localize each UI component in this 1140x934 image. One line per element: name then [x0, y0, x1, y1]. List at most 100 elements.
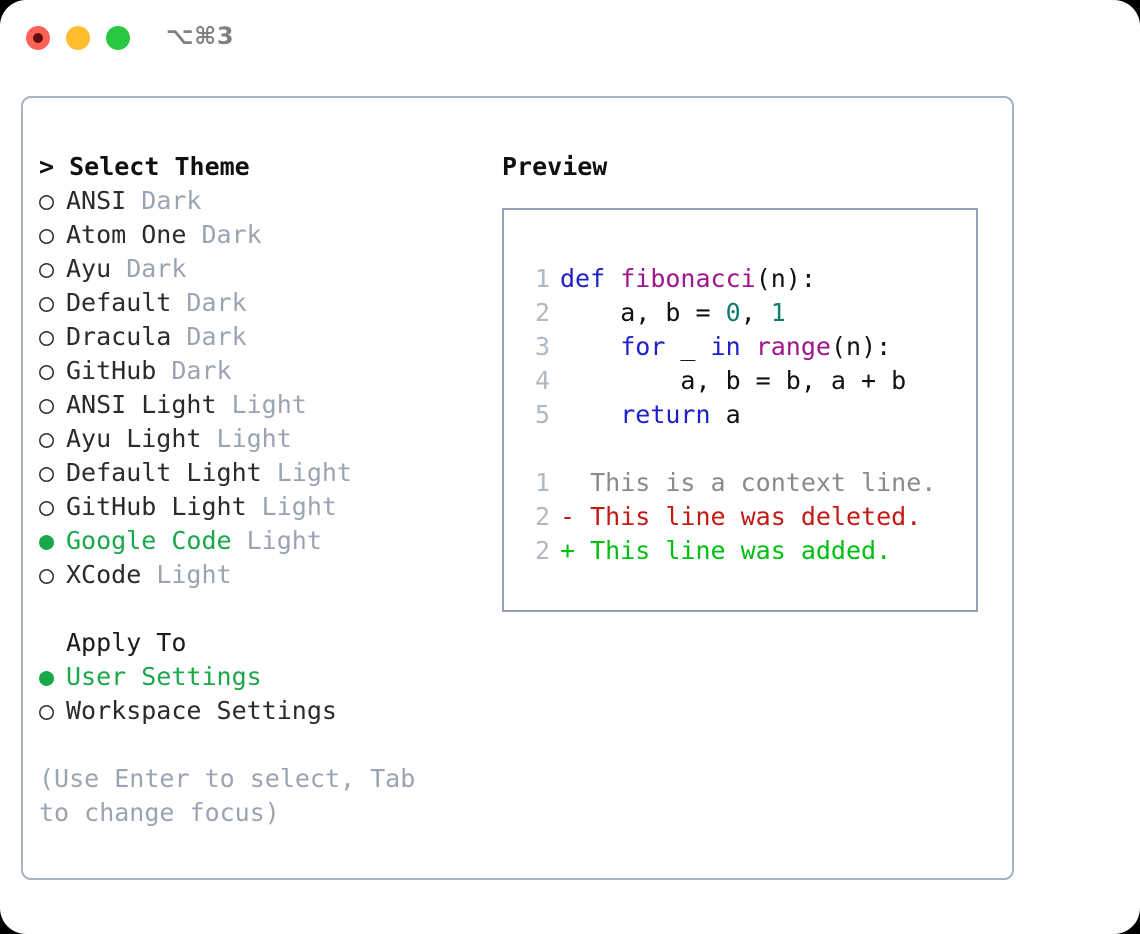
theme-option-tag: Light — [141, 560, 232, 589]
code-token: (n): — [830, 332, 892, 361]
code-token: 0 — [725, 298, 741, 327]
apply-to-option-label: Workspace Settings — [66, 696, 337, 725]
code-token: , — [740, 298, 771, 327]
code-token: in — [710, 332, 741, 361]
radio-empty-icon: ○ — [39, 186, 55, 215]
theme-option-2[interactable]: ○ Ayu Dark — [39, 252, 489, 286]
theme-list: ○ ANSI Dark ○ Atom One Dark ○ Ayu Dark ○ Defaul… — [39, 184, 489, 592]
radio-empty-icon: ○ — [39, 424, 55, 453]
line-number: 1 — [534, 468, 550, 497]
apply-to-option-label: User Settings — [66, 662, 262, 691]
code-token — [741, 332, 756, 361]
theme-option-tag: Dark — [111, 254, 187, 283]
window-controls — [26, 26, 130, 50]
radio-empty-icon: ○ — [39, 560, 55, 589]
theme-option-label: ANSI — [66, 186, 127, 215]
theme-option-label: Ayu — [66, 254, 112, 283]
code-token: def — [560, 264, 606, 293]
code-line-1: 2 a, b = 0, 1 — [522, 296, 936, 330]
minimize-button[interactable] — [66, 26, 90, 50]
theme-option-tag: Dark — [126, 186, 202, 215]
diff-line-1: 2- This line was deleted. — [522, 500, 936, 534]
line-number: 4 — [534, 366, 550, 395]
theme-option-3[interactable]: ○ Default Dark — [39, 286, 489, 320]
code-diff-separator — [522, 432, 936, 466]
code-line-2: 3 for _ in range(n): — [522, 330, 936, 364]
apply-to-option-0[interactable]: ● User Settings — [39, 660, 489, 694]
apply-to-option-1[interactable]: ○Workspace Settings — [39, 694, 489, 728]
theme-option-5[interactable]: ○ GitHub Dark — [39, 354, 489, 388]
close-button[interactable] — [26, 26, 50, 50]
theme-option-4[interactable]: ○ Dracula Dark — [39, 320, 489, 354]
theme-option-label: XCode — [66, 560, 142, 589]
radio-filled-icon: ● — [39, 662, 55, 691]
theme-option-10[interactable]: ●Google Code Light — [39, 524, 489, 558]
radio-empty-icon: ○ — [39, 390, 55, 419]
code-token — [560, 400, 620, 429]
diff-marker: - — [560, 502, 576, 531]
code-line-4: 5 return a — [522, 398, 936, 432]
theme-option-11[interactable]: ○ XCode Light — [39, 558, 489, 592]
theme-option-label: Ayu Light — [66, 424, 202, 453]
line-number: 1 — [534, 264, 550, 293]
code-token: fibonacci — [620, 264, 756, 293]
title-bar: ⌥⌘3 — [0, 0, 1140, 78]
radio-filled-icon: ● — [39, 526, 55, 555]
theme-option-tag: Light — [246, 492, 337, 521]
radio-empty-icon: ○ — [39, 288, 55, 317]
radio-empty-icon: ○ — [39, 322, 55, 351]
theme-picker-column: > Select Theme ○ANSI Dark○Atom One Dark○… — [39, 150, 489, 830]
theme-option-9[interactable]: ○GitHub Light Light — [39, 490, 489, 524]
theme-option-tag: Dark — [186, 220, 262, 249]
code-token: (n): — [755, 264, 816, 293]
theme-option-7[interactable]: ○ Ayu Light Light — [39, 422, 489, 456]
apply-to-heading: Apply To — [66, 628, 187, 657]
theme-option-label: GitHub — [66, 356, 157, 385]
code-line-0: 1 def fibonacci(n): — [522, 262, 936, 296]
theme-option-0[interactable]: ○ ANSI Dark — [39, 184, 489, 218]
line-number: 2 — [534, 536, 550, 565]
maximize-button[interactable] — [106, 26, 130, 50]
list-spacer — [39, 592, 489, 626]
code-token: a — [710, 400, 741, 429]
radio-empty-icon: ○ — [39, 458, 55, 487]
code-token: range — [755, 332, 831, 361]
theme-option-label: Default — [66, 288, 172, 317]
radio-empty-icon: ○ — [39, 220, 55, 249]
code-line-3: 4 a, b = b, a + b — [522, 364, 936, 398]
theme-option-label: ANSI Light — [66, 390, 217, 419]
theme-option-tag: Dark — [156, 356, 232, 385]
theme-option-6[interactable]: ○ ANSI Light Light — [39, 388, 489, 422]
panel-columns: > Select Theme ○ANSI Dark○Atom One Dark○… — [23, 98, 1012, 878]
theme-option-label: Dracula — [66, 322, 172, 351]
code-token — [560, 332, 620, 361]
main-panel: > Select Theme ○ANSI Dark○Atom One Dark○… — [21, 96, 1014, 880]
theme-option-tag: Light — [231, 526, 322, 555]
theme-option-tag: Light — [201, 424, 292, 453]
line-number: 5 — [534, 400, 550, 429]
theme-option-1[interactable]: ○ Atom One Dark — [39, 218, 489, 252]
line-number: 2 — [534, 502, 550, 531]
code-token: a, b = — [560, 298, 726, 327]
theme-option-tag: Dark — [171, 322, 247, 351]
radio-empty-icon: ○ — [39, 356, 55, 385]
radio-empty-icon: ○ — [39, 254, 55, 283]
theme-option-tag: Dark — [171, 288, 247, 317]
theme-option-label: Atom One — [66, 220, 187, 249]
line-number: 3 — [534, 332, 550, 361]
diff-text: This line was added. — [575, 536, 892, 565]
code-token: _ — [665, 332, 711, 361]
keyboard-hint-text: (Use Enter to select, Tab to change focu… — [39, 764, 431, 827]
code-token: a, b = b, a + b — [560, 366, 907, 395]
theme-option-8[interactable]: ○Default Light Light — [39, 456, 489, 490]
radio-empty-icon: ○ — [39, 492, 55, 521]
diff-line-0: 1 This is a context line. — [522, 466, 936, 500]
select-theme-heading: > Select Theme — [39, 152, 250, 181]
diff-marker: + — [560, 536, 576, 565]
theme-option-tag: Light — [216, 390, 307, 419]
theme-option-label: Default Light — [66, 458, 262, 487]
